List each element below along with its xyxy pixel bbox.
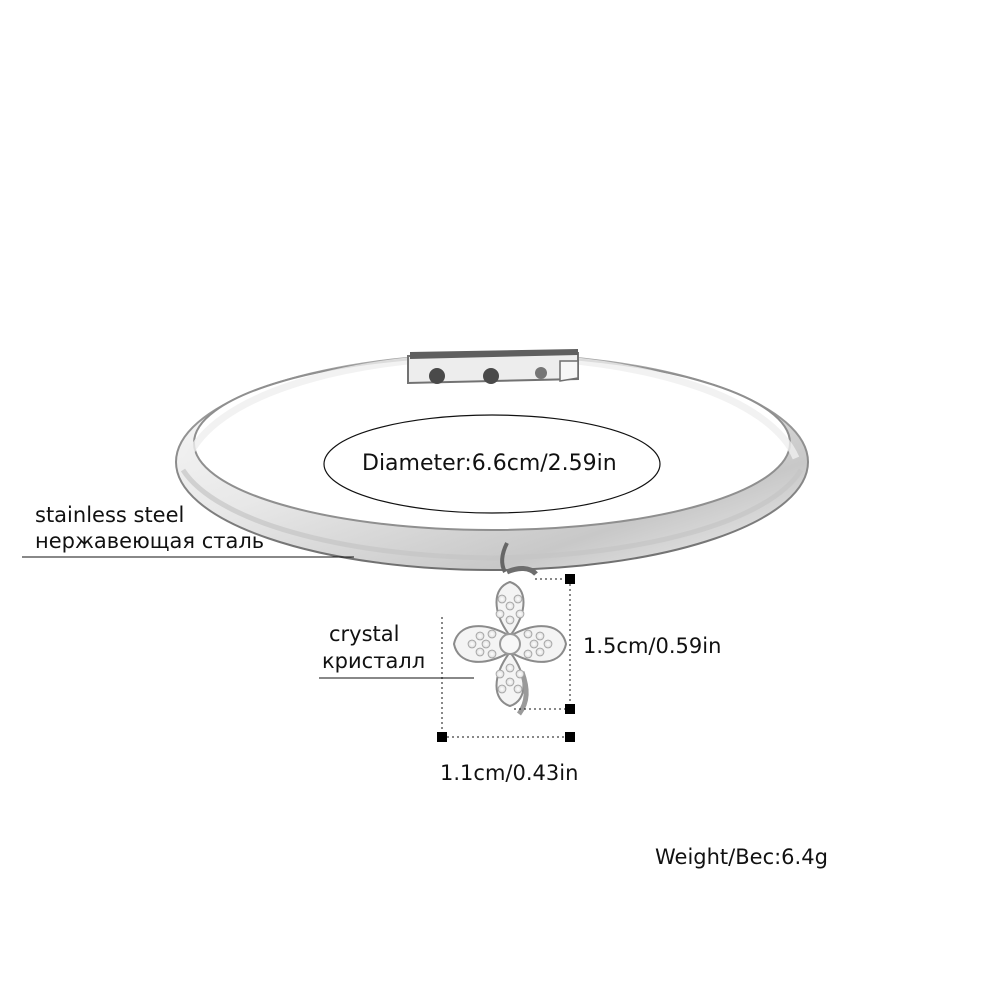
dimension-guides [441, 578, 571, 738]
diameter-outline [323, 414, 661, 514]
charm-height-label: 1.5cm/0.59in [583, 634, 722, 658]
stone-label-en: crystal [329, 622, 400, 646]
material-label-ru: нержавеющая сталь [35, 529, 265, 553]
charm-link [500, 542, 538, 576]
adjustable-clasp-icon [407, 349, 579, 385]
charm-width-label: 1.1cm/0.43in [440, 761, 579, 785]
diameter-label: Diameter:6.6cm/2.59in [362, 451, 617, 476]
stone-label-ru: кристалл [322, 649, 426, 673]
weight-label: Weight/Вес:6.4g [655, 845, 828, 869]
material-label-en: stainless steel [35, 503, 185, 527]
dimension-markers [437, 574, 575, 742]
width-left-marker [437, 732, 447, 742]
four-leaf-clover-icon [452, 580, 568, 716]
height-top-marker [565, 574, 575, 584]
height-bottom-marker [565, 704, 575, 714]
width-right-marker [565, 732, 575, 742]
